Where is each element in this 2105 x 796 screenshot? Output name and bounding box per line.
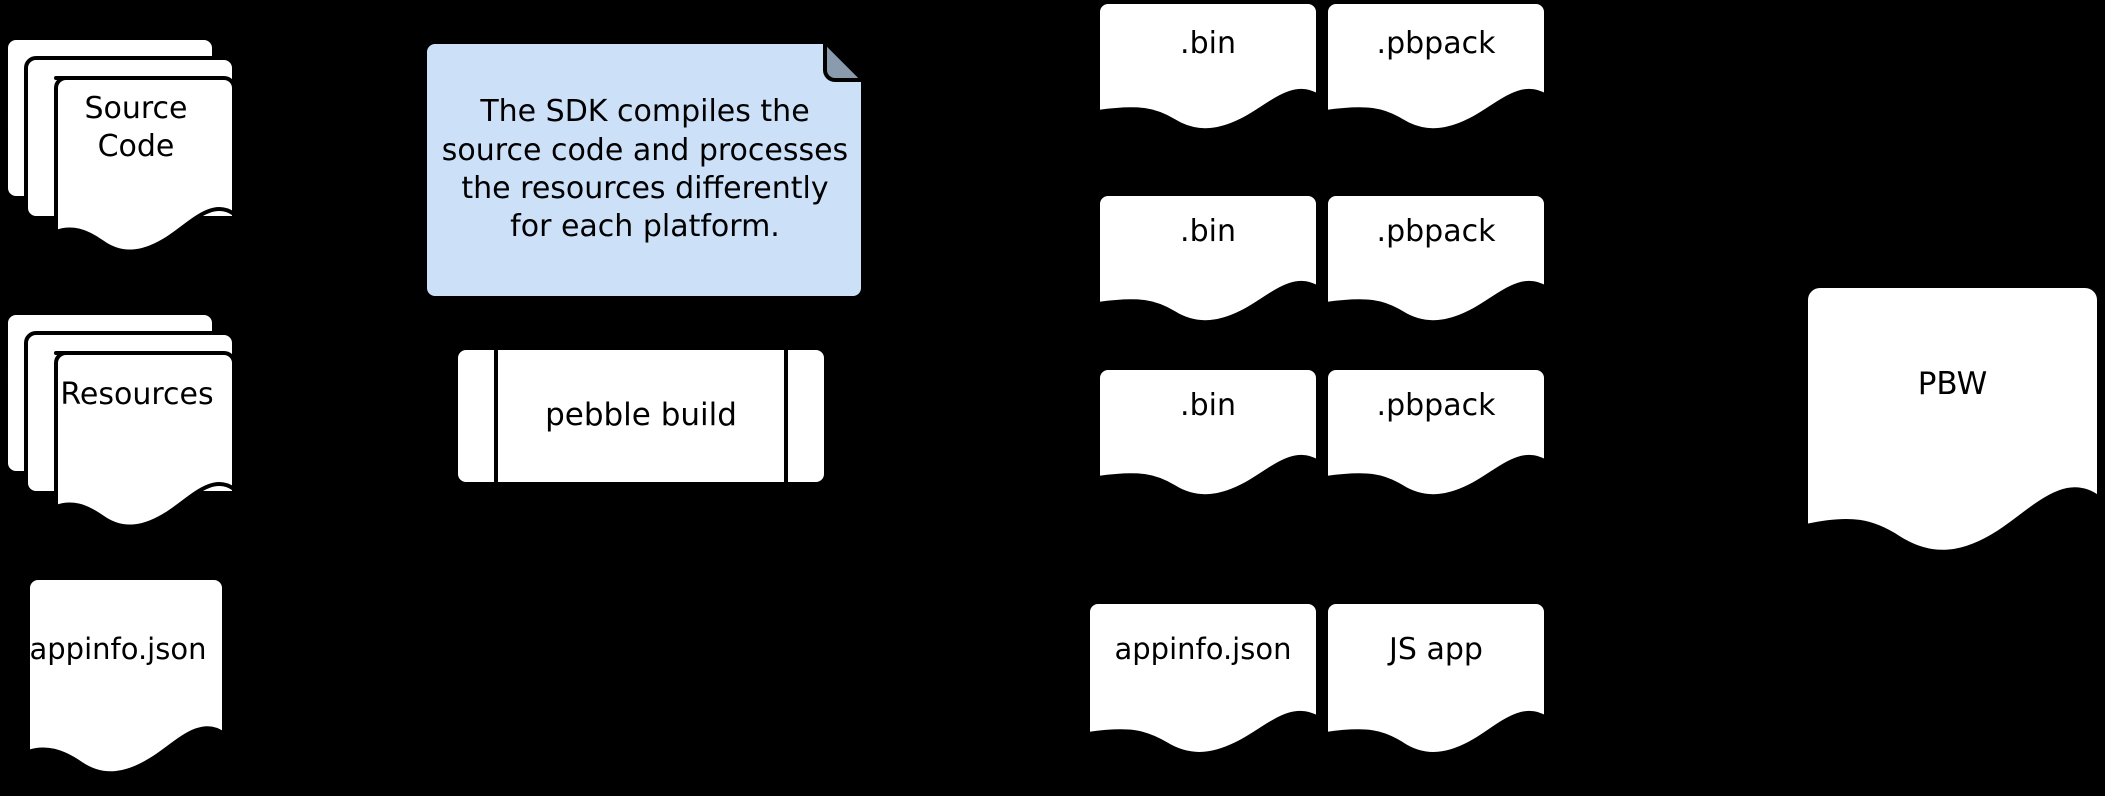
node-bin-1[interactable]: .bin [1092,0,1324,133]
node-source-code[interactable]: Source Code [0,30,236,254]
node-appinfo-json-output[interactable]: appinfo.json [1082,596,1324,756]
node-pbpack-2[interactable]: .pbpack [1320,188,1552,325]
node-pbpack-1[interactable]: .pbpack [1320,0,1552,133]
node-pbpack-3[interactable]: .pbpack [1320,362,1552,499]
node-appinfo-json-input[interactable]: appinfo.json [6,570,242,776]
node-bin-2[interactable]: .bin [1092,188,1324,325]
node-js-app[interactable]: JS app [1320,596,1552,756]
node-pebble-build[interactable]: pebble build [450,342,832,490]
node-sdk-note[interactable]: The SDK compiles the source code and pro… [415,38,875,302]
node-resources[interactable]: Resources [0,305,236,529]
node-pbw[interactable]: PBW [1800,278,2105,556]
node-bin-3[interactable]: .bin [1092,362,1324,499]
